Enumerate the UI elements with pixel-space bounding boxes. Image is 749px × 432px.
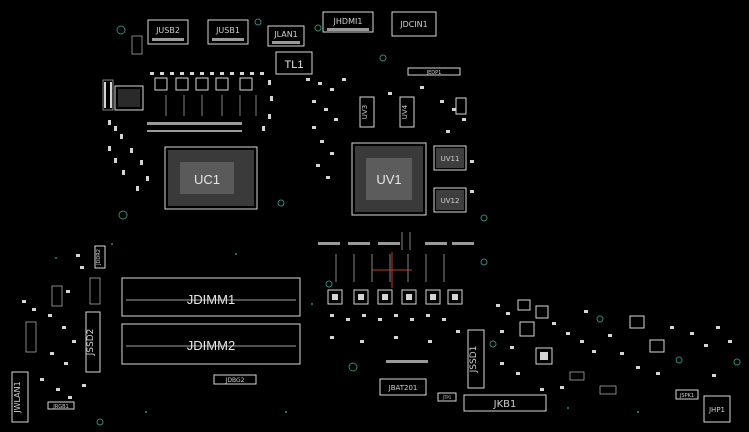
- uv1-label: UV1: [376, 172, 401, 187]
- jdimm1-label: JDIMM1: [187, 292, 235, 307]
- connector-jspk1[interactable]: JSPK1: [675, 389, 699, 400]
- slot-jdimm1[interactable]: JDIMM1: [121, 277, 301, 317]
- connector-jlan1[interactable]: JLAN1: [267, 25, 305, 47]
- uc1-label: UC1: [194, 172, 220, 187]
- connector-jhp1[interactable]: JHP1: [703, 395, 731, 423]
- jssd1-label: JSSD1: [469, 346, 479, 374]
- connector-jhdmi1[interactable]: JHDMI1: [322, 11, 374, 33]
- vrm-chokes: [327, 289, 463, 305]
- connector-jusb1[interactable]: JUSB1: [207, 19, 249, 45]
- jddr2-label: JDDR2: [96, 249, 102, 266]
- tl1-label: TL1: [285, 59, 304, 71]
- component-cluster-gpu: [306, 78, 474, 193]
- chip-uv12[interactable]: UV12: [433, 187, 467, 213]
- vrm-area: [318, 232, 474, 363]
- jhdmi1-label: JHDMI1: [333, 17, 363, 26]
- connector-jddr2[interactable]: JDDR2: [94, 245, 106, 269]
- uv4-label: UV4: [401, 104, 409, 119]
- jusb2-label: JUSB2: [155, 26, 180, 35]
- connector-jdbg2[interactable]: JDBG2: [213, 374, 257, 385]
- jusb1-label: JUSB1: [215, 26, 240, 35]
- uv3-label: UV3: [361, 105, 369, 119]
- jdcin1-label: JDCIN1: [399, 20, 428, 29]
- slot-jssd2[interactable]: JSSD2: [85, 311, 101, 373]
- connector-jbat201[interactable]: JBAT201: [379, 378, 427, 396]
- jhp1-label: JHP1: [708, 406, 725, 414]
- jkb1-label: JKB1: [493, 399, 517, 410]
- connector-jdcin1[interactable]: JDCIN1: [391, 11, 437, 37]
- jrgb1-label: JRGB1: [52, 404, 68, 410]
- chip-uv1[interactable]: UV1: [351, 142, 427, 216]
- connector-jkb1[interactable]: JKB1: [463, 394, 547, 412]
- transformer-tl1[interactable]: TL1: [275, 51, 313, 75]
- jdimm2-label: JDIMM2: [187, 338, 235, 353]
- jtp1-label: JTP1: [442, 395, 452, 400]
- connector-jedp1[interactable]: JEDP1: [407, 67, 461, 76]
- jspk1-label: JSPK1: [679, 393, 694, 399]
- chip-uc1[interactable]: UC1: [164, 146, 258, 210]
- uv12-label: UV12: [441, 197, 460, 205]
- jbat201-label: JBAT201: [388, 384, 418, 392]
- jwlan1-label: JWLAN1: [13, 381, 22, 413]
- jssd2-label: JSSD2: [86, 329, 96, 357]
- connector-jrgb1[interactable]: JRGB1: [47, 401, 75, 410]
- connector-jtp1[interactable]: JTP1: [437, 392, 457, 402]
- connector-jwlan1[interactable]: JWLAN1: [11, 371, 29, 423]
- chip-uv4[interactable]: UV4: [399, 96, 415, 128]
- slot-jssd1[interactable]: JSSD1: [467, 329, 485, 389]
- jlan1-label: JLAN1: [273, 30, 298, 39]
- chip-uv11[interactable]: UV11: [433, 145, 467, 171]
- uv11-label: UV11: [441, 155, 460, 163]
- mounting-holes: [96, 18, 741, 426]
- connector-jusb2[interactable]: JUSB2: [147, 19, 189, 45]
- chip-uv3[interactable]: UV3: [359, 96, 375, 128]
- component-cluster-left: [22, 254, 101, 399]
- component-cluster-right: [496, 299, 732, 395]
- jdbg2-label: JDBG2: [225, 377, 245, 384]
- red-cross-marker: [372, 252, 412, 288]
- component-cluster-top-left: [102, 35, 273, 191]
- jedp1-label: JEDP1: [426, 70, 442, 76]
- scattered-vias: [55, 243, 639, 413]
- slot-jdimm2[interactable]: JDIMM2: [121, 323, 301, 365]
